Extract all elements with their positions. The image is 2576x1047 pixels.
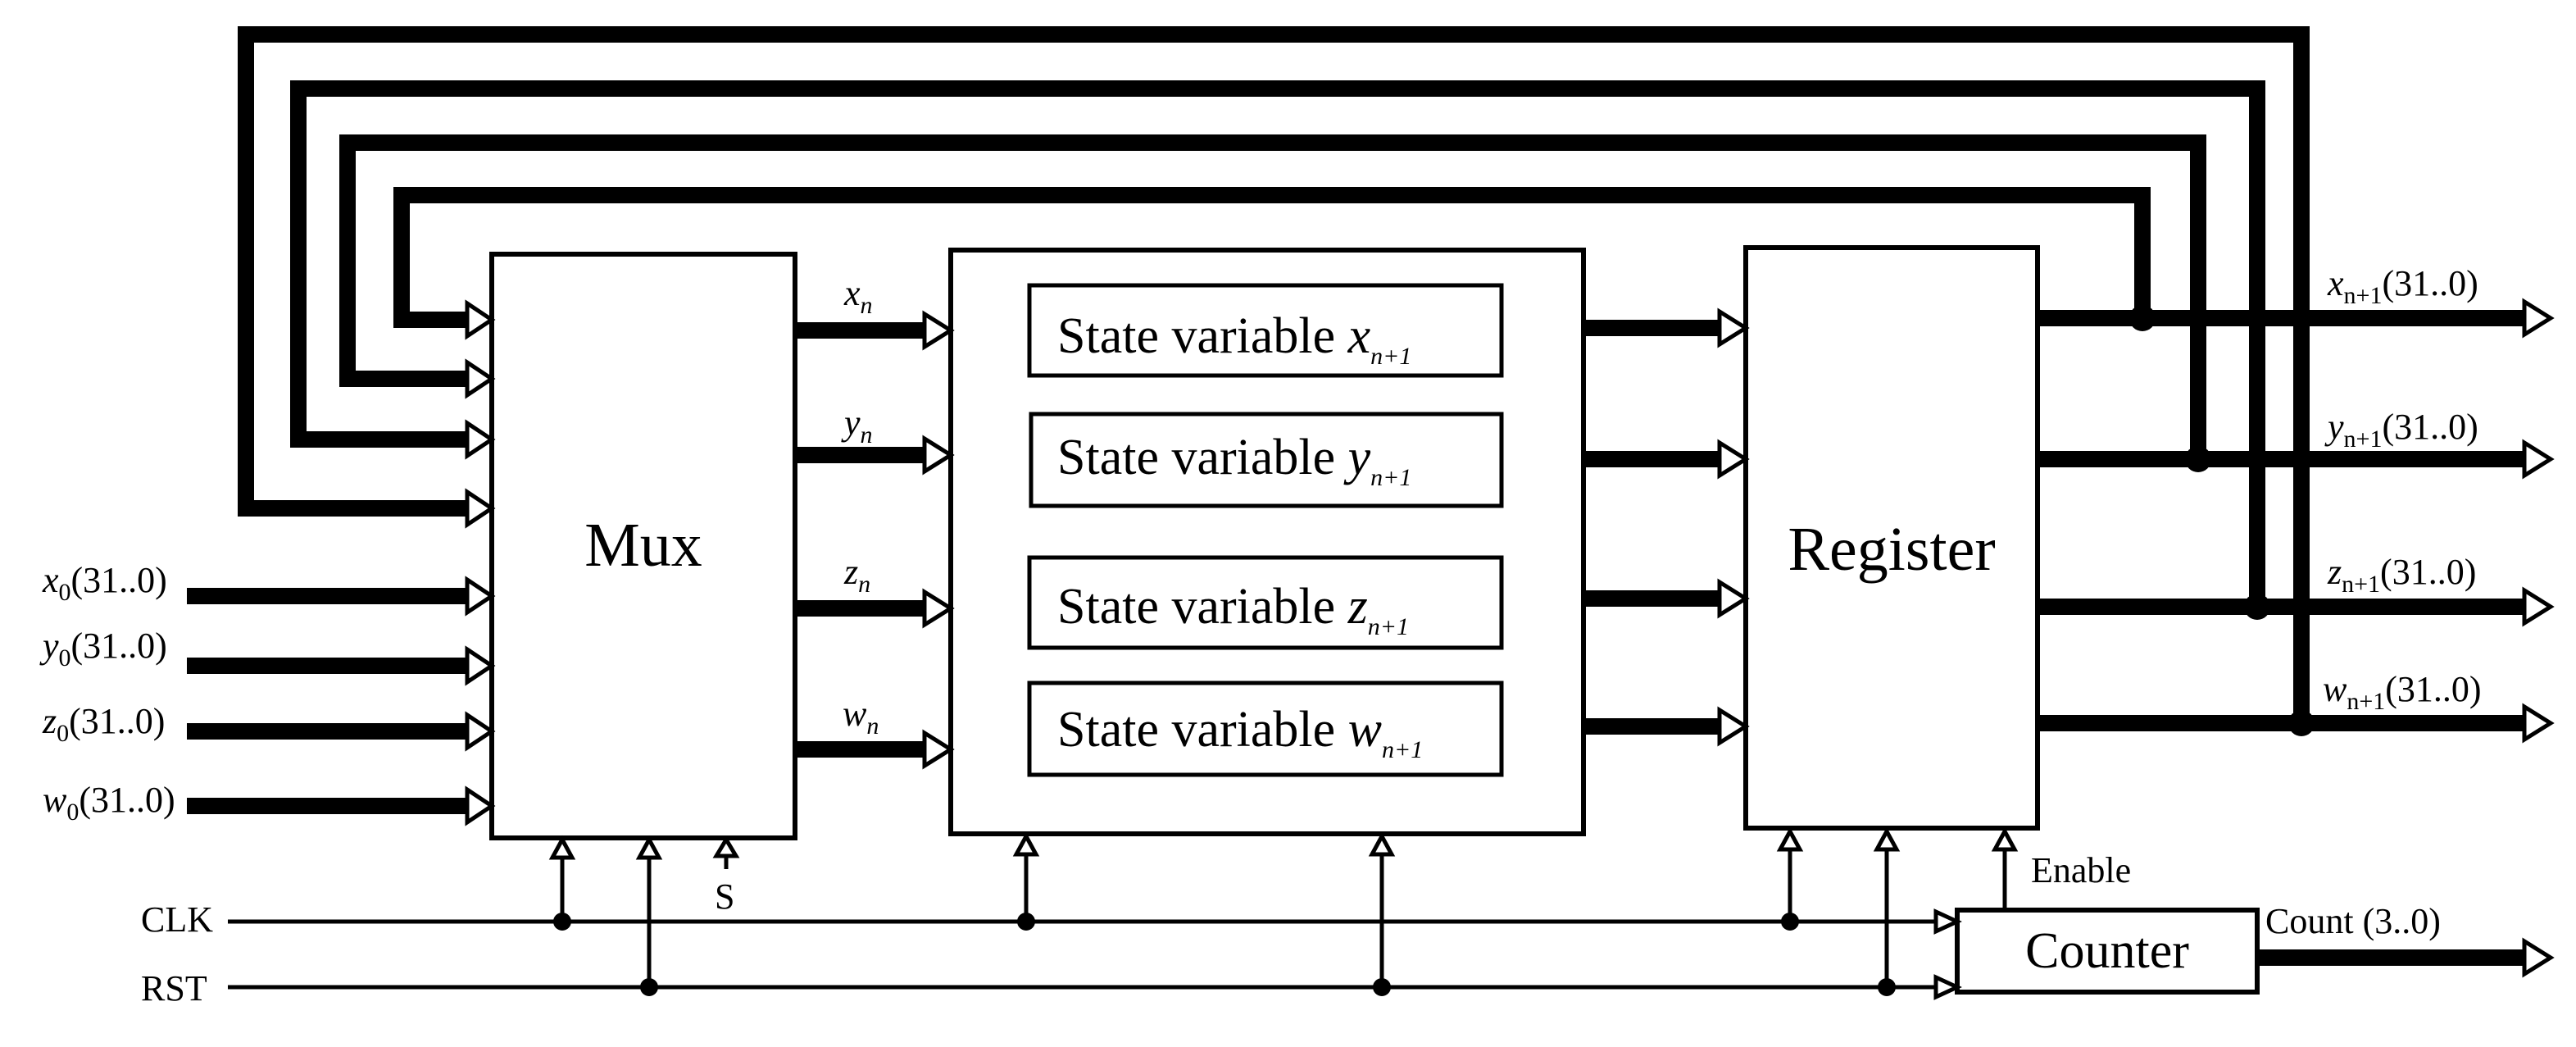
arrow-head (1776, 826, 1804, 852)
count-label: Count (3..0) (2265, 901, 2441, 941)
label-wn: wn (843, 694, 879, 740)
feedback-w (238, 26, 2310, 730)
arrow-head (1717, 578, 1750, 619)
mux-block (489, 252, 797, 840)
arrow-head (465, 419, 496, 460)
register-block (1743, 245, 2040, 831)
output-label-x: xn+1(31..0) (2327, 263, 2478, 309)
arrow-head (1873, 826, 1901, 852)
junction-dot (1878, 978, 1896, 996)
label-yn: yn (841, 403, 873, 448)
mux-input-arrows (465, 299, 496, 826)
feedback-x (393, 187, 2151, 328)
input-label-w0: w0(31..0) (43, 780, 175, 826)
input-label-y0: y0(31..0) (39, 626, 167, 671)
register-label: Register (1788, 515, 1995, 584)
output-buses: xn+1(31..0) yn+1(31..0) zn+1(31..0) wn+1… (2038, 263, 2555, 744)
clk-label: CLK (141, 899, 213, 940)
label-xn: xn (843, 273, 873, 319)
state-var-box-y (1029, 412, 1504, 508)
junction-dot (2244, 594, 2270, 620)
counter-block (1955, 908, 2260, 995)
feedback-loops (238, 26, 2310, 730)
arrow-head (465, 711, 496, 752)
junction-dot (2129, 305, 2156, 331)
state-variable-boxes: State variable xn+1 State variable yn+1 … (1027, 283, 1504, 777)
state-var-label-z: State variable zn+1 (1057, 579, 1409, 640)
feedback-z (290, 80, 2265, 607)
arrow-head (922, 588, 955, 629)
state-var-box-x (1027, 283, 1504, 378)
mux-label: Mux (584, 511, 702, 580)
arrow-head (465, 299, 496, 340)
state-var-label-x: State variable xn+1 (1057, 308, 1411, 370)
feedback-y (339, 134, 2206, 459)
junction-dot (640, 978, 658, 996)
arrow-head (922, 729, 955, 770)
junction-dot (1373, 978, 1391, 996)
select-label: S (715, 876, 734, 917)
output-label-z: zn+1(31..0) (2327, 552, 2476, 598)
arrow-head (465, 576, 496, 617)
junction-dot (2288, 710, 2315, 736)
arrow-head (465, 358, 496, 399)
output-label-y: yn+1(31..0) (2324, 407, 2478, 453)
initial-input-buses: x0(31..0) y0(31..0) z0(31..0) w0(31..0) (39, 560, 467, 826)
arrow-head (2522, 439, 2555, 480)
arrow-head (465, 645, 496, 686)
arrow-head (465, 488, 496, 529)
arrow-head (1717, 706, 1750, 747)
state-var-box-z (1027, 555, 1504, 650)
arrow-head (2522, 937, 2555, 978)
input-label-x0: x0(31..0) (42, 560, 167, 606)
arrow-head (2522, 298, 2555, 339)
label-zn: zn (843, 552, 870, 598)
arrow-head (635, 835, 663, 860)
register-input-buses (1583, 307, 1750, 747)
junction-dot (1781, 913, 1799, 931)
enable-label: Enable (2031, 850, 2131, 890)
counter-label: Counter (2025, 923, 2189, 979)
arrow-head (922, 310, 955, 351)
mux-output-buses: xn yn zn wn (795, 273, 955, 770)
junction-dot (2185, 446, 2211, 472)
rst-label: RST (141, 968, 207, 1008)
arrow-head (922, 435, 955, 476)
arrow-head (1368, 831, 1396, 857)
arrow-head (712, 835, 740, 858)
arrow-head (548, 835, 576, 860)
arrow-head (1717, 439, 1750, 480)
control-lines: CLK RST S Enable (141, 826, 2555, 1008)
arrow-head (1717, 307, 1750, 348)
junction-dot (1017, 913, 1035, 931)
state-var-label-y: State variable yn+1 (1057, 430, 1411, 491)
arrow-head (2522, 586, 2555, 627)
input-label-z0: z0(31..0) (42, 701, 165, 747)
arrow-head (2522, 703, 2555, 744)
junction-dot (553, 913, 571, 931)
arrow-head (465, 785, 496, 826)
arrow-head (1991, 826, 2019, 852)
arrow-head (1933, 974, 1962, 1000)
output-label-w: wn+1(31..0) (2323, 669, 2482, 715)
arrow-head (1012, 831, 1040, 857)
state-var-box-w (1027, 681, 1504, 777)
state-var-label-w: State variable wn+1 (1057, 702, 1423, 763)
arrow-head (1933, 908, 1962, 935)
